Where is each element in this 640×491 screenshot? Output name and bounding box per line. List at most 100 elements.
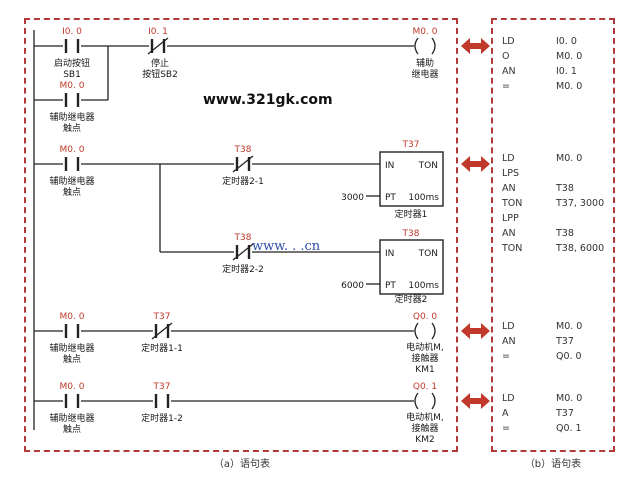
label-coil-q01-line3: KM2	[415, 435, 434, 445]
label-m00-r4-line2: 触点	[63, 353, 81, 365]
stl-operand: M0. 0	[556, 153, 582, 164]
contact-i01-nc	[147, 37, 169, 55]
contact-m00-r4	[64, 324, 80, 338]
addr-coil-m00: M0. 0	[413, 27, 438, 37]
contact-t38-nc-2	[232, 243, 254, 261]
statement-block-1: LD I0. 0 O M0. 0 AN I0. 1 = M0. 0	[502, 36, 582, 92]
label-sb1-line1: 启动按钮	[54, 57, 90, 69]
stl-op: AN	[502, 66, 516, 77]
stl-operand: T37	[555, 408, 574, 419]
contact-m00-parallel	[64, 93, 80, 107]
t38-base-label: 100ms	[408, 281, 439, 291]
stl-op: AN	[502, 183, 516, 194]
label-sb2-line2: 按钮SB2	[142, 68, 178, 80]
addr-t37-r5: T37	[153, 382, 171, 392]
label-coil-q01-line2: 接触器	[411, 422, 438, 434]
arrow-block3	[461, 323, 490, 339]
t38-caption: 定时器2	[395, 293, 428, 305]
caption-a: （a）语句表	[214, 457, 270, 470]
rung-5: M0. 0 辅助继电器 触点 T37 定时器1-2 Q0. 1 电动机M, 接触…	[34, 382, 444, 445]
stl-op: LPP	[502, 213, 519, 224]
stl-op: TON	[501, 243, 522, 254]
contact-t37-no	[154, 394, 170, 408]
arrow-block1	[461, 38, 490, 54]
addr-t37-r4: T37	[153, 312, 171, 322]
label-timer1-1: 定时器1-1	[141, 342, 183, 354]
contact-m00-r2	[64, 157, 80, 171]
addr-t38-2: T38	[234, 233, 252, 243]
label-m00-r4-line1: 辅助继电器	[49, 342, 94, 354]
stl-op: LD	[502, 321, 515, 332]
stl-operand: I0. 1	[556, 66, 577, 77]
ladder-diagram-frame	[24, 18, 458, 452]
timer-t38-box	[379, 239, 444, 295]
label-coil-m00-line2: 继电器	[411, 68, 438, 80]
stl-op: AN	[502, 228, 516, 239]
contact-i00	[64, 39, 80, 53]
t38-pt-label: PT	[385, 281, 396, 291]
contact-t37-nc	[151, 322, 173, 340]
stl-op: O	[502, 51, 509, 62]
label-coil-q00-line2: 接触器	[411, 352, 438, 364]
rung-3: T38 定时器2-2 T38 IN TON PT 100ms 6000 定时器2	[159, 164, 444, 305]
stl-operand: T37	[555, 336, 574, 347]
watermark-faint: www. . .cn	[252, 239, 321, 254]
stl-operand: M0. 0	[556, 51, 582, 62]
addr-coil-q01: Q0. 1	[413, 382, 437, 392]
watermark-main: www.321gk.com	[203, 92, 333, 108]
label-sb2-line1: 停止	[151, 57, 169, 69]
stl-operand: T38	[555, 228, 574, 239]
t37-caption: 定时器1	[395, 208, 428, 220]
t37-pt-label: PT	[385, 193, 396, 203]
addr-t37-box: T37	[402, 140, 420, 150]
stl-op: TON	[501, 198, 522, 209]
stl-operand: M0. 0	[556, 81, 582, 92]
coil-q00	[414, 322, 436, 340]
arrow-block2	[461, 156, 490, 172]
t37-base-label: 100ms	[408, 193, 439, 203]
stl-operand: M0. 0	[556, 321, 582, 332]
label-timer2-2: 定时器2-2	[222, 263, 264, 275]
t37-in-label: IN	[385, 161, 394, 171]
contact-t38-nc-1	[232, 155, 254, 173]
coil-m00	[414, 37, 436, 55]
stl-op: =	[502, 423, 510, 434]
addr-t38-box: T38	[402, 229, 420, 239]
stl-op: LD	[502, 393, 515, 404]
addr-i00: I0. 0	[62, 27, 82, 37]
stl-op: A	[502, 408, 509, 419]
statement-list-frame	[491, 18, 615, 452]
t38-type-label: TON	[418, 249, 438, 259]
rung-1: I0. 0 启动按钮 SB1 I0. 1 停止 按钮SB2 M0. 0 辅助继电…	[34, 27, 439, 134]
label-m00-r2-line2: 触点	[63, 186, 81, 198]
stl-op: LD	[502, 36, 515, 47]
addr-m00-r2: M0. 0	[60, 145, 85, 155]
label-coil-q01-line1: 电动机M,	[406, 411, 444, 423]
addr-m00-r4: M0. 0	[60, 312, 85, 322]
contact-m00-r5	[64, 394, 80, 408]
rung-4: M0. 0 辅助继电器 触点 T37 定时器1-1 Q0. 0 电动机M, 接触…	[34, 312, 444, 375]
stl-operand: I0. 0	[556, 36, 577, 47]
t37-preset-value: 3000	[341, 193, 364, 203]
arrow-block4	[461, 393, 490, 409]
stl-operand: M0. 0	[556, 393, 582, 404]
label-m00-parallel-line1: 辅助继电器	[49, 111, 94, 123]
label-timer1-2: 定时器1-2	[141, 412, 183, 424]
label-sb1-line2: SB1	[63, 70, 81, 80]
stl-op: =	[502, 81, 510, 92]
rung-2: M0. 0 辅助继电器 触点 T38 定时器2-1 T37 IN TON PT …	[34, 140, 444, 220]
stl-op: =	[502, 351, 510, 362]
t38-preset-value: 6000	[341, 281, 364, 291]
label-m00-r5-line2: 触点	[63, 423, 81, 435]
addr-coil-q00: Q0. 0	[413, 312, 438, 322]
stl-operand: T38, 6000	[555, 243, 604, 254]
t37-type-label: TON	[418, 161, 438, 171]
label-coil-q00-line3: KM1	[415, 365, 434, 375]
addr-i01: I0. 1	[148, 27, 168, 37]
label-m00-r2-line1: 辅助继电器	[49, 175, 94, 187]
stl-op: LD	[502, 153, 515, 164]
